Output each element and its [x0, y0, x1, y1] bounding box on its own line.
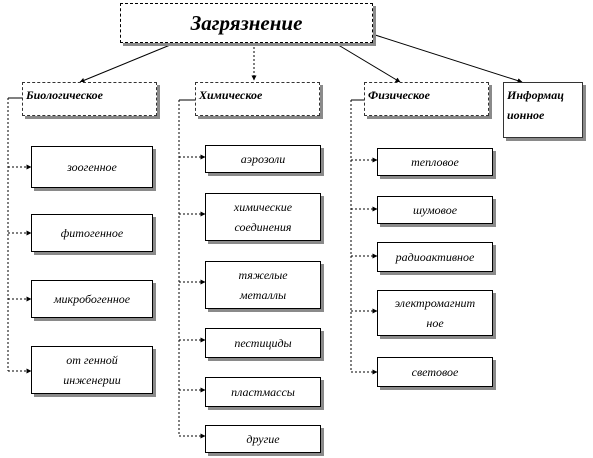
item-chem-3: тяжелые металлы [205, 261, 321, 309]
item-chem-1-label: аэрозоли [240, 152, 286, 166]
item-bio-4: от генной инженерии [31, 346, 153, 394]
item-chem-2: химические соединения [205, 193, 321, 241]
item-chem-5: пластмассы [205, 377, 321, 407]
item-phys-1: тепловое [377, 148, 493, 176]
item-phys-5: световое [377, 357, 493, 387]
item-phys-4: электромагнит ное [377, 290, 493, 336]
item-bio-4-label: от генной инженерии [63, 353, 121, 387]
item-phys-2-label: шумовое [412, 203, 458, 217]
item-bio-2-label: фитогенное [60, 226, 124, 240]
item-phys-3-label: радиоактивное [395, 250, 475, 264]
item-chem-6: другие [205, 425, 321, 453]
item-phys-3: радиоактивное [377, 242, 493, 272]
item-bio-1: зоогенное [31, 146, 153, 188]
arrow-title-to-info [371, 33, 523, 84]
item-phys-2: шумовое [377, 196, 493, 224]
item-bio-1-label: зоогенное [67, 160, 117, 174]
item-chem-5-label: пластмассы [231, 385, 295, 399]
item-phys-1-label: тепловое [411, 155, 459, 169]
title-box: Загрязнение [120, 3, 373, 43]
item-chem-4: пестициды [205, 328, 321, 358]
item-chem-1: аэрозоли [205, 145, 321, 173]
item-chem-6-label: другие [246, 432, 280, 446]
category-chemical-label: Химическое [199, 88, 263, 102]
arrow-title-to-bio [79, 42, 176, 83]
item-bio-3: микробогенное [31, 280, 153, 318]
item-chem-2-label: химические соединения [233, 200, 293, 234]
item-phys-4-label: электромагнит ное [394, 296, 476, 330]
category-physical-label: Физическое [368, 88, 430, 102]
item-chem-3-label: тяжелые металлы [238, 268, 288, 302]
title-text: Загрязнение [190, 11, 303, 35]
category-chemical: Химическое [195, 82, 320, 116]
category-biological-label: Биологическое [26, 88, 104, 102]
arrow-title-to-phys [334, 42, 401, 83]
item-bio-2: фитогенное [31, 214, 153, 252]
category-physical: Физическое [364, 82, 489, 116]
category-biological: Биологическое [22, 82, 157, 116]
item-bio-3-label: микробогенное [53, 292, 131, 306]
item-chem-4-label: пестициды [234, 336, 292, 350]
category-informational-label: Информац ионное [507, 88, 564, 122]
category-informational: Информац ионное [503, 82, 583, 138]
item-phys-5-label: световое [411, 365, 459, 379]
